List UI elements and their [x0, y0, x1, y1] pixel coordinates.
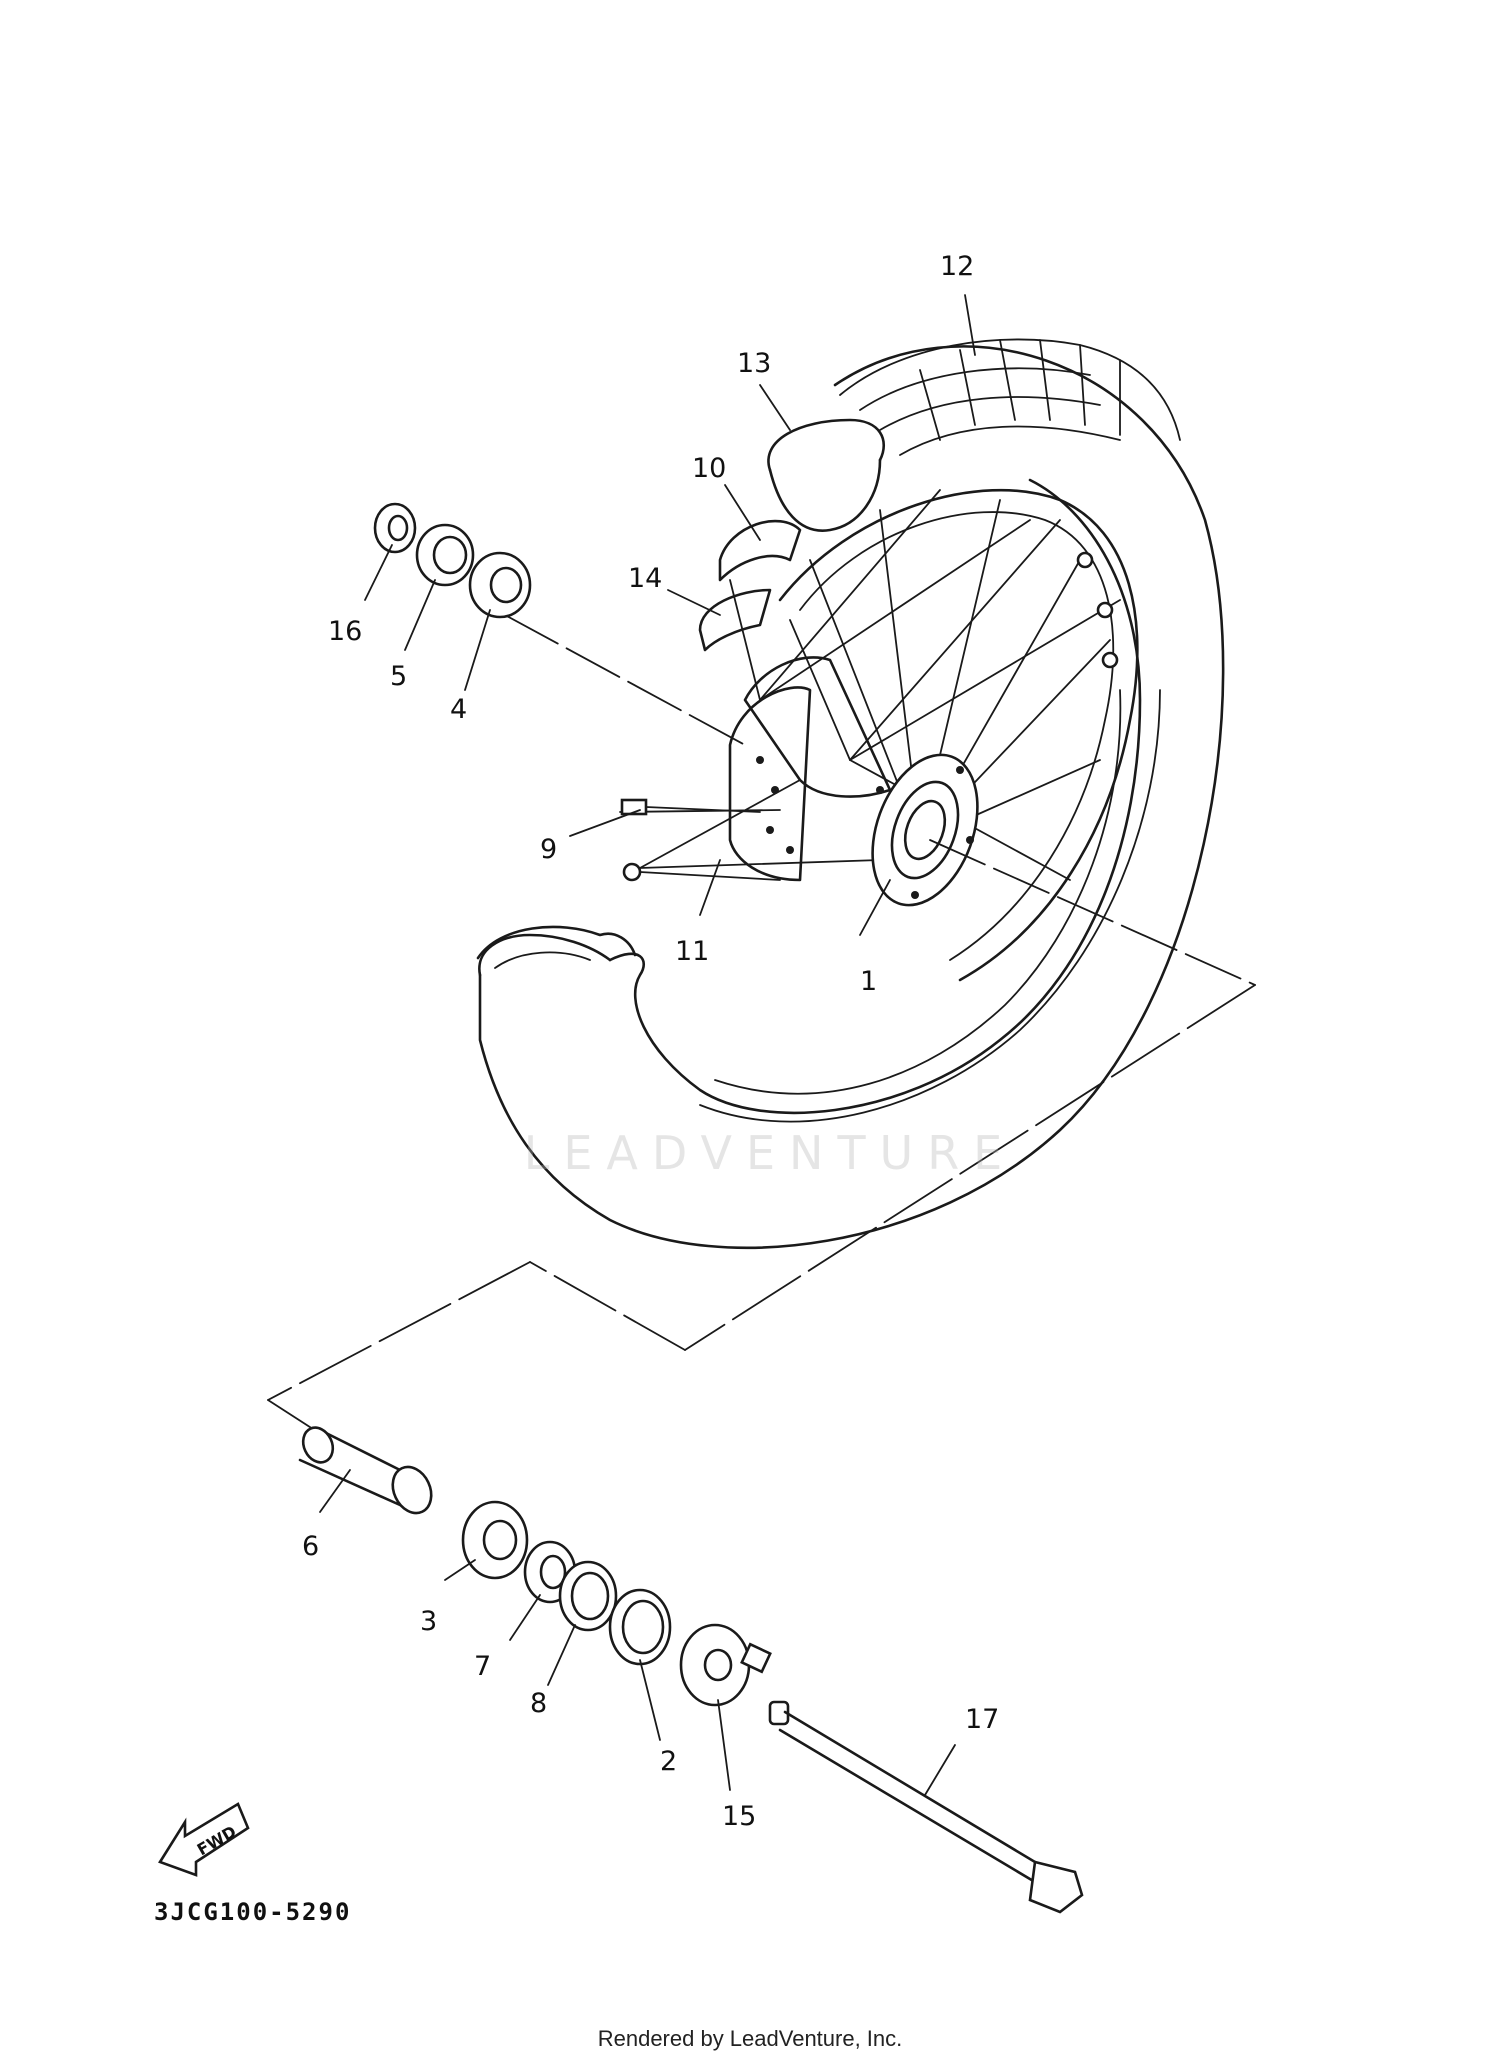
callout-9: 9 [540, 834, 557, 865]
callout-15: 15 [722, 1801, 756, 1832]
assembly-guide-lines [267, 614, 1256, 1441]
callout-11: 11 [675, 936, 709, 967]
footer-credit: Rendered by LeadVenture, Inc. [597, 2026, 903, 2051]
tube-and-rim-band [698, 418, 886, 652]
callout-14: 14 [628, 563, 662, 594]
callout-13: 13 [737, 348, 771, 379]
callout-3: 3 [420, 1606, 437, 1637]
rim-and-spokes [619, 488, 1139, 982]
watermark-text: LEADVENTURE [523, 1126, 1017, 1180]
callout-4: 4 [450, 694, 467, 725]
callout-10: 10 [692, 453, 726, 484]
lower-parts [298, 1426, 1084, 1914]
callout-2: 2 [660, 1746, 677, 1777]
callout-16: 16 [328, 616, 362, 647]
callout-8: 8 [530, 1688, 547, 1719]
wheel-hub [728, 656, 979, 907]
fwd-arrow-icon: FWD [158, 1802, 250, 1877]
callout-5: 5 [390, 661, 407, 692]
callout-1: 1 [860, 966, 877, 997]
upper-spacer-and-bearings [373, 502, 532, 619]
callout-12: 12 [940, 251, 974, 282]
leader-lines [319, 294, 976, 1796]
callout-17: 17 [965, 1704, 999, 1735]
tire [476, 338, 1225, 1250]
callout-6: 6 [302, 1531, 319, 1562]
callout-7: 7 [474, 1651, 491, 1682]
callout-numbers: 12 13 10 14 16 5 4 9 11 1 6 3 7 8 2 15 1… [302, 251, 999, 1832]
diagram-code: 3JCG100-5290 [154, 1898, 352, 1926]
